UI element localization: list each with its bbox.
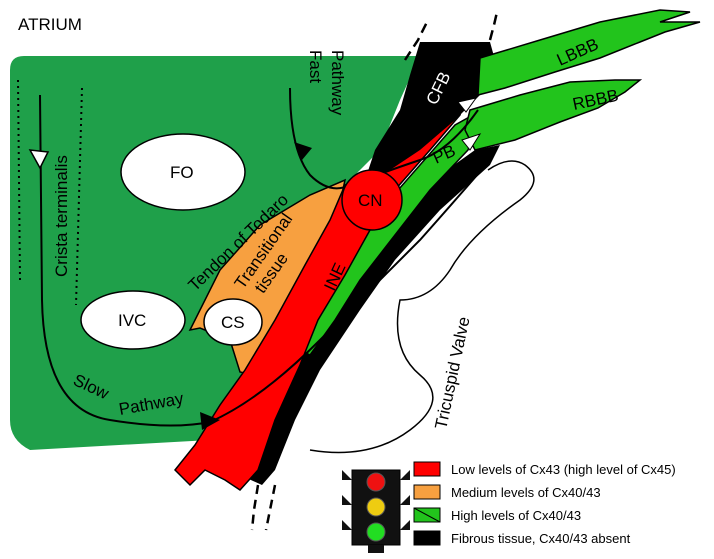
fast-pathway-line2: Pathway [328, 50, 347, 116]
fast-pathway-arrowhead [294, 142, 312, 160]
crista-dotted-right [75, 87, 83, 306]
legend-label-green: High levels of Cx40/43 [451, 508, 581, 523]
lbbb-arrowhead [457, 97, 478, 113]
cs-ellipse [203, 298, 263, 346]
tricuspid-valve-line [309, 160, 535, 454]
apex-dashed-left [250, 484, 260, 531]
fast-pathway-label: Fast Pathway [306, 50, 347, 116]
lbbb-branch [477, 9, 701, 96]
traffic-light-icon [342, 469, 410, 553]
legend-label-black: Fibrous tissue, Cx40/43 absent [451, 531, 631, 546]
cn-label: CN [358, 191, 383, 210]
slow-pathway-arrowhead [200, 412, 220, 430]
legend: Low levels of Cx43 (high level of Cx45) … [413, 461, 676, 546]
rbbb-arrowhead [461, 133, 482, 151]
legend-swatch-black [413, 530, 441, 546]
legend-swatch-red [413, 461, 441, 477]
legend-label-red: Low levels of Cx43 (high level of Cx45) [451, 462, 676, 477]
fibrous-band-lower [240, 145, 500, 485]
slow-pathway-line [39, 94, 491, 427]
ivc-label: IVC [118, 311, 146, 330]
apex-dashed-right [264, 484, 277, 531]
cn-circle [341, 169, 403, 231]
atrium-region [10, 56, 420, 450]
cfb-dashed-left [403, 19, 430, 61]
ivc-ellipse [80, 290, 186, 350]
fo-label: FO [170, 163, 194, 182]
fast-pathway-line1: Fast [306, 50, 325, 83]
legend-swatch-orange [413, 484, 441, 500]
crista-arrowhead [28, 149, 50, 170]
cfb-dashed-right [488, 11, 499, 41]
fo-ellipse [120, 133, 246, 211]
legend-swatch-green-diag [413, 507, 441, 523]
atrium-label: ATRIUM [18, 15, 82, 34]
crista-terminalis-label: Crista terminalis [52, 155, 71, 277]
legend-label-orange: Medium levels of Cx40/43 [451, 485, 601, 500]
tricuspid-valve-label: Tricuspid Valve [431, 315, 473, 431]
rbbb-branch [464, 79, 643, 151]
cfb-region [365, 42, 495, 180]
cs-label: CS [221, 313, 245, 332]
